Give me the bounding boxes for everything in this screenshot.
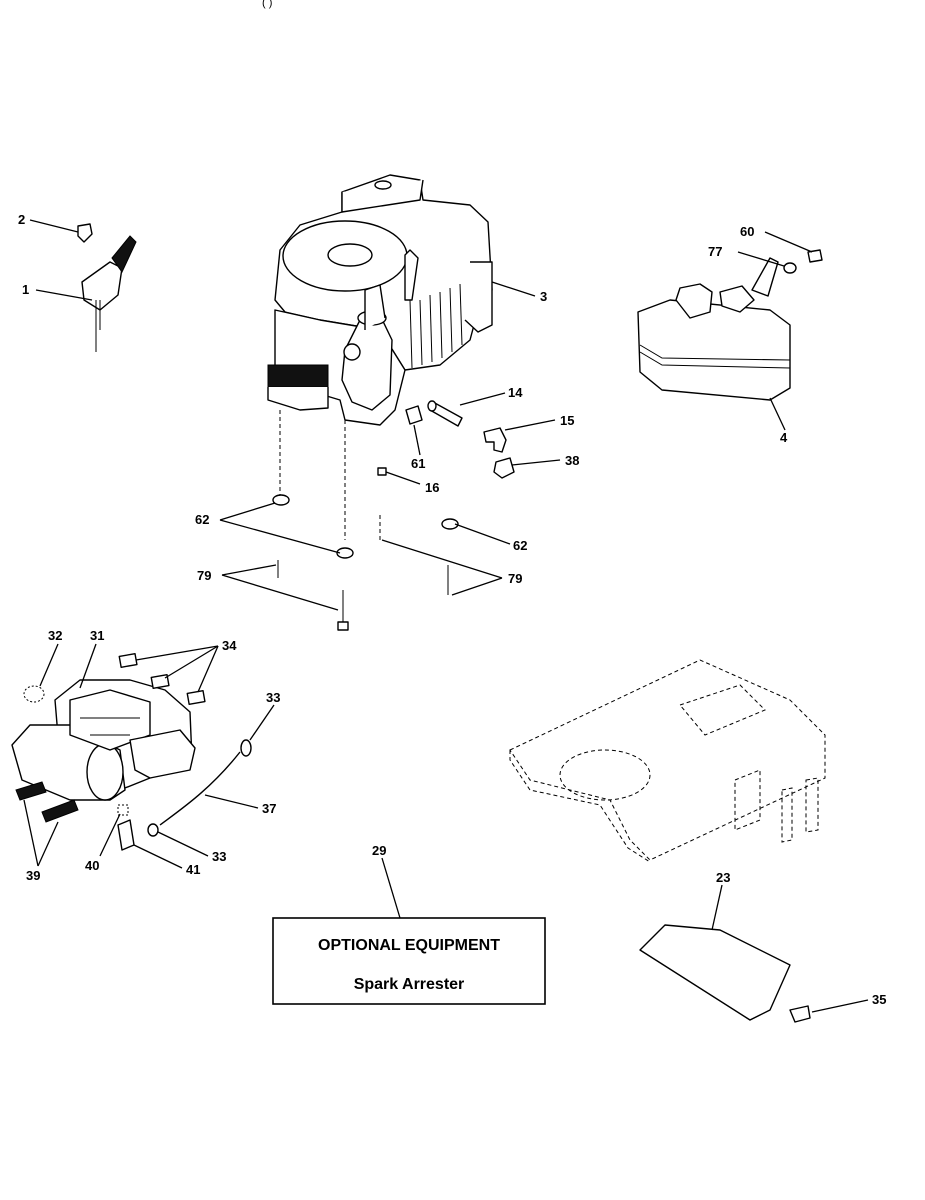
callout-4: 4 bbox=[780, 430, 788, 445]
callout-62-right: 62 bbox=[513, 538, 527, 553]
header-fragment: ( ) bbox=[262, 0, 272, 9]
callout-16: 16 bbox=[425, 480, 439, 495]
part-15-elbow bbox=[483, 427, 507, 453]
callout-35: 35 bbox=[872, 992, 886, 1007]
callout-32: 32 bbox=[48, 628, 62, 643]
spark-arrester-assembly bbox=[11, 652, 252, 851]
callout-33-top: 33 bbox=[266, 690, 280, 705]
muffler-hardware bbox=[783, 249, 823, 274]
callout-2: 2 bbox=[18, 212, 25, 227]
callout-labels: 2 1 3 4 14 15 38 61 16 62 62 79 79 60 77… bbox=[18, 212, 886, 1007]
callout-79-left: 79 bbox=[197, 568, 211, 583]
frame-plate bbox=[509, 659, 826, 863]
callout-41: 41 bbox=[186, 862, 200, 877]
callout-1: 1 bbox=[22, 282, 29, 297]
callout-34: 34 bbox=[222, 638, 237, 653]
optional-equipment-box: OPTIONAL EQUIPMENT Spark Arrester bbox=[272, 917, 546, 1005]
callout-40: 40 bbox=[85, 858, 99, 873]
callout-15: 15 bbox=[560, 413, 574, 428]
callout-29: 29 bbox=[372, 843, 386, 858]
optional-equipment-title: OPTIONAL EQUIPMENT bbox=[318, 937, 500, 954]
callout-38: 38 bbox=[565, 453, 579, 468]
throttle-control bbox=[77, 223, 137, 352]
callout-61: 61 bbox=[411, 456, 425, 471]
callout-60: 60 bbox=[740, 224, 754, 239]
callout-39: 39 bbox=[26, 868, 40, 883]
mounting-hardware bbox=[272, 494, 459, 631]
optional-equipment-subtitle: Spark Arrester bbox=[354, 976, 465, 993]
leader-lines bbox=[23, 219, 869, 1013]
heat-shield bbox=[639, 924, 811, 1023]
callout-23: 23 bbox=[716, 870, 730, 885]
part-14-tube bbox=[427, 400, 463, 427]
callout-3: 3 bbox=[540, 289, 547, 304]
callout-14: 14 bbox=[508, 385, 523, 400]
engine-illustration bbox=[267, 174, 493, 540]
callout-37: 37 bbox=[262, 801, 276, 816]
part-16-clip bbox=[377, 467, 387, 476]
muffler bbox=[637, 257, 791, 401]
part-38-clamp bbox=[493, 457, 515, 479]
callout-77: 77 bbox=[708, 244, 722, 259]
callout-62-left: 62 bbox=[195, 512, 209, 527]
callout-31: 31 bbox=[90, 628, 104, 643]
part-61-nut bbox=[405, 405, 423, 425]
callout-33-bottom: 33 bbox=[212, 849, 226, 864]
callout-79-right: 79 bbox=[508, 571, 522, 586]
